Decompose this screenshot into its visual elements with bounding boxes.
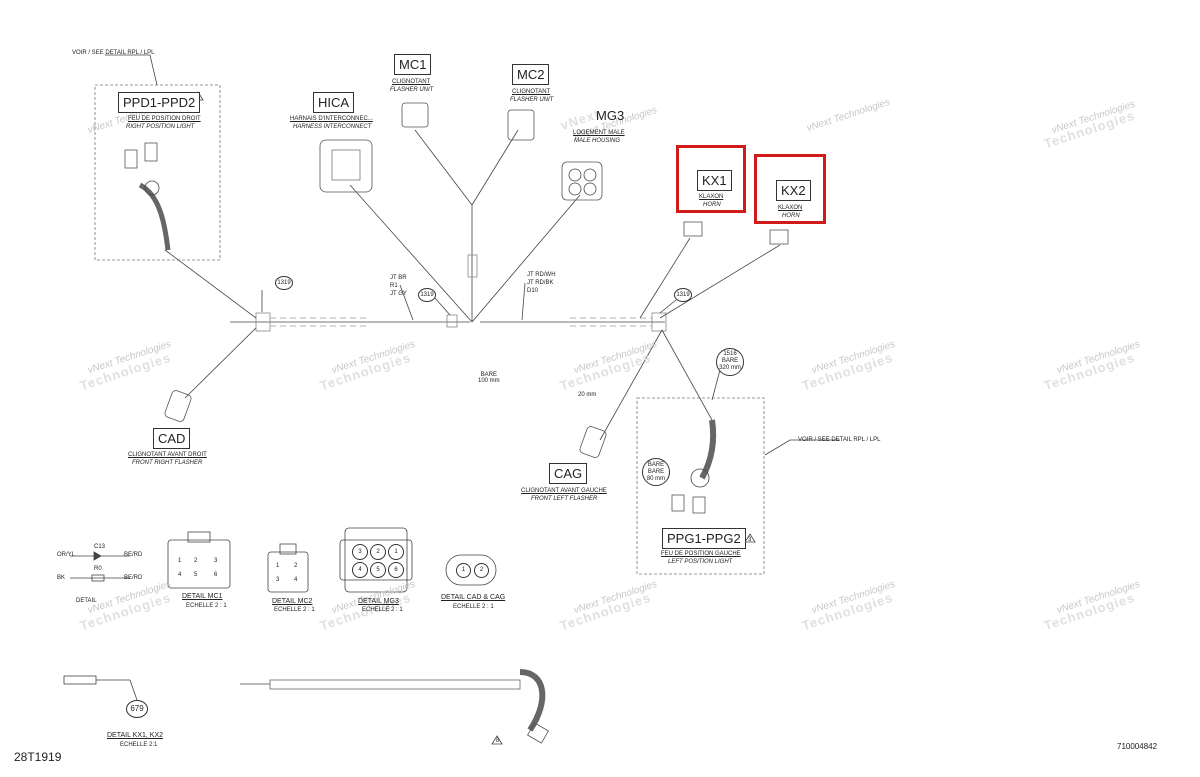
pin-number: 1 xyxy=(388,544,404,560)
connector-desc-fr: FEU DE POSITION DROIT xyxy=(128,116,201,122)
diode-label: C13 xyxy=(94,544,106,550)
callout-number: 1516 xyxy=(723,351,737,357)
pin-number: 3 xyxy=(352,544,368,560)
connector-desc-en: HARNESS INTERCONNECT xyxy=(293,124,372,130)
wire-color: D10 xyxy=(527,287,539,294)
callout-length: 80 mm xyxy=(646,476,666,482)
pin-number: 3 xyxy=(276,577,280,583)
part-number: 710004842 xyxy=(1117,742,1158,751)
callout-1319: 1319 xyxy=(275,276,293,290)
callout-1319: 1319 xyxy=(418,288,436,302)
pin-number: 6 xyxy=(388,562,404,578)
connector-code-mc2: MC2 xyxy=(512,64,550,85)
connector-desc-en: LEFT POSITION LIGHT xyxy=(668,559,733,565)
connector-desc-en: HORN xyxy=(782,213,800,219)
connector-code-cag: CAG xyxy=(549,463,588,484)
wire-color: JT RD/BK xyxy=(527,279,554,286)
detail-title: DETAIL MC1 xyxy=(182,593,223,600)
pin-number: 2 xyxy=(194,558,198,564)
callout-bare: BARE xyxy=(721,358,739,364)
detail-scale: ECHELLE 2 : 1 xyxy=(186,603,227,609)
highlight-kx2 xyxy=(754,154,826,224)
connector-desc-fr: KLAXON xyxy=(699,194,724,200)
callout-length: 320 mm xyxy=(719,365,741,371)
diode-wire-label: BE/RD xyxy=(124,575,143,581)
connector-code-ppd: PPD1-PPD2 xyxy=(118,92,201,113)
resistor-label: R0 xyxy=(94,566,102,572)
wire-color: JT RD/WH xyxy=(527,272,556,278)
connector-desc-en: MALE HOUSING xyxy=(574,138,621,144)
connector-desc-fr: CLIGNOTANT AVANT DROIT xyxy=(128,452,207,458)
detail-title: DETAIL xyxy=(76,598,97,604)
connector-desc-fr: FEU DE POSITION GAUCHE xyxy=(661,551,741,557)
pin-number: 3 xyxy=(214,558,218,564)
connector-code-mc1: MC1 xyxy=(394,54,432,75)
connector-code-cad: CAD xyxy=(153,428,191,449)
callout-679: 679 xyxy=(126,700,148,718)
pin-number: 6 xyxy=(214,572,218,578)
detail-scale: ECHELLE 2 : 1 xyxy=(453,604,494,610)
connector-code-kx2: KX2 xyxy=(776,180,811,201)
bare-note: BARE 100 mm xyxy=(478,372,500,384)
callout-1516: 1516 BARE 320 mm xyxy=(716,348,744,376)
bare-length: 100 mm xyxy=(478,378,500,384)
pin-number: 4 xyxy=(294,577,298,583)
pin-number: 5 xyxy=(370,562,386,578)
connector-desc-en: FLASHER UNIT xyxy=(390,87,434,93)
diode-wire-label: BK xyxy=(57,575,66,581)
pin-number: 2 xyxy=(474,563,489,578)
connector-code-kx1: KX1 xyxy=(697,170,732,191)
pin-number: 1 xyxy=(178,558,182,564)
pin-number: 4 xyxy=(352,562,368,578)
detail-scale: ECHELLE 2 : 1 xyxy=(274,607,315,613)
wire-label-right: JT RD/WH JT RD/BK D10 xyxy=(527,272,556,295)
highlight-kx1 xyxy=(676,145,746,213)
pin-number: 2 xyxy=(370,544,386,560)
revision-mark: 3 xyxy=(748,537,752,543)
callout-bare-80: BARE BARE 80 mm xyxy=(642,458,670,486)
detail-scale: ECHELLE 2:1 xyxy=(120,742,158,748)
detail-scale: ECHELLE 2 : 1 xyxy=(362,607,403,613)
connector-desc-en: RIGHT POSITION LIGHT xyxy=(126,124,195,130)
callout-bare: BARE xyxy=(647,469,665,475)
wire-color: R1 xyxy=(390,282,398,289)
detail-title: DETAIL MG3 xyxy=(358,598,399,605)
connector-code-mg3: MG3 xyxy=(596,108,625,123)
wire-label-left: JT BR R1 JT GY xyxy=(390,275,407,298)
connector-desc-fr: HARNAIS D'INTERCONNEC... xyxy=(290,116,373,122)
connector-desc-fr: KLAXON xyxy=(778,205,803,211)
bare-label: BARE xyxy=(480,372,498,378)
pin-number: 4 xyxy=(178,572,182,578)
callout-bare: BARE xyxy=(647,462,665,468)
wire-color: JT BR xyxy=(390,275,407,281)
length-note: 20 mm xyxy=(578,392,597,398)
diode-wire-label: BE/RD xyxy=(124,552,143,558)
diode-wire-label: OR/YL xyxy=(57,552,76,558)
pin-number: 2 xyxy=(294,563,298,569)
pin-number: 5 xyxy=(194,572,198,578)
revision-mark: 8 xyxy=(496,738,500,744)
connector-desc-fr: CLIGNOTANT xyxy=(392,79,431,85)
connector-desc-fr: LOGEMENT MALE xyxy=(573,130,625,136)
connector-code-hica: HICA xyxy=(313,92,355,113)
connector-desc-en: FLASHER UNIT xyxy=(510,97,554,103)
detail-title: DETAIL CAD & CAG xyxy=(441,594,506,601)
detail-title: DETAIL KX1, KX2 xyxy=(107,732,164,739)
pin-number: 1 xyxy=(456,563,471,578)
see-detail-note: VOIR / SEE DETAIL RPL / LPL xyxy=(798,437,881,443)
connector-code-ppg: PPG1-PPG2 xyxy=(662,528,746,549)
detail-title: DETAIL MC2 xyxy=(272,598,313,605)
figure-id: 28T1919 xyxy=(14,750,62,764)
connector-desc-fr: CLIGNOTANT xyxy=(512,89,551,95)
pin-number: 1 xyxy=(276,563,280,569)
callout-1319: 1319 xyxy=(674,288,692,302)
wire-color: JT GY xyxy=(390,290,407,297)
connector-desc-en: HORN xyxy=(703,202,721,208)
connector-desc-en: FRONT RIGHT FLASHER xyxy=(132,460,203,466)
connector-desc-en: FRONT LEFT FLASHER xyxy=(531,496,598,502)
connector-desc-fr: CLIGNOTANT AVANT GAUCHE xyxy=(521,488,607,494)
see-detail-note: VOIR / SEE DETAIL RPL / LPL xyxy=(72,50,155,56)
